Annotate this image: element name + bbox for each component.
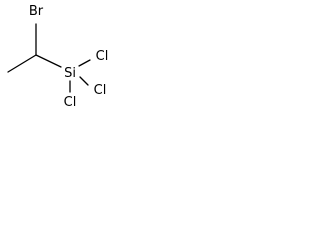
- structure-canvas: Br Si Cl Cl Cl: [0, 0, 118, 118]
- bond-chiral-carbon-to-silicon: [35, 54, 62, 68]
- bond-silicon-to-chlorine-top: [78, 59, 91, 67]
- molecule-diagram: Br Si Cl Cl Cl: [7, 4, 109, 110]
- bond-methyl-to-chiral-carbon: [7, 54, 37, 73]
- bond-silicon-to-chlorine-right: [79, 76, 89, 86]
- atom-label-silicon: Si: [64, 66, 76, 81]
- atom-label-chlorine-top: Cl: [96, 49, 109, 64]
- atom-label-chlorine-right: Cl: [94, 83, 107, 98]
- atom-label-chlorine-bottom: Cl: [64, 95, 77, 110]
- atom-label-bromine: Br: [29, 4, 44, 19]
